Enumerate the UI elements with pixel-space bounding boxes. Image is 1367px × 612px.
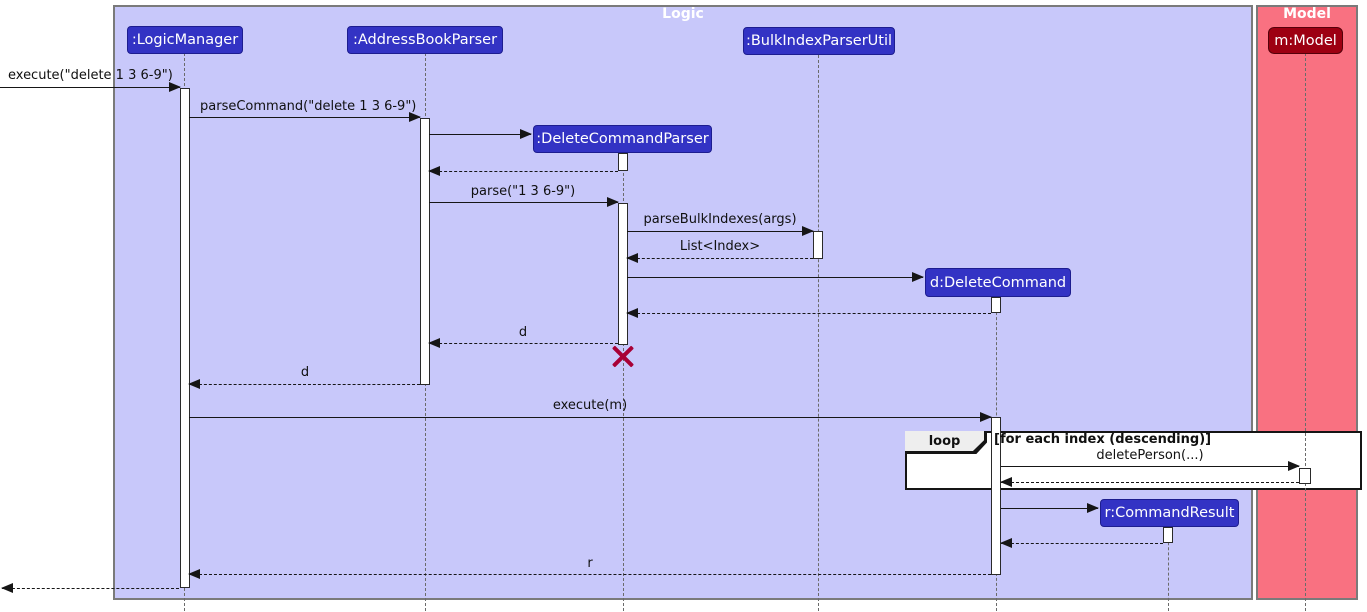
participant-delete-command-parser: :DeleteCommandParser [533,125,712,153]
arrow-parse-command [189,112,421,122]
message-label-execute-m: execute(m) [552,398,628,413]
activation-delete-command [991,417,1001,575]
arrow-create-command-result [1001,503,1099,513]
activation-logic-manager [180,88,190,588]
arrow-return-to-caller [1,583,179,593]
arrowhead-icon [626,308,638,318]
arrowhead-icon [980,412,992,422]
activation-bulk-index-parser-util [813,231,823,259]
message-label-parse-bulk-indexes: parseBulkIndexes(args) [643,212,797,227]
arrowhead-icon [169,82,181,92]
message-label-delete-person: deletePerson(...) [1096,448,1204,463]
model-frame [1256,5,1358,600]
arrow-parse [429,197,619,207]
lifeline-bulk-index-parser-util [818,55,819,611]
arrowhead-icon [1000,538,1012,548]
activation-delete-command-parser [618,203,628,345]
participant-logic-manager: :LogicManager [127,26,243,54]
message-label-parse: parse("1 3 6-9") [470,184,576,199]
arrow-parse-bulk-indexes [627,226,814,236]
arrow-return-r [188,569,991,579]
message-label-list-index: List<Index> [679,239,761,254]
participant-address-book-parser: :AddressBookParser [347,26,503,54]
message-label-execute-delete: execute("delete 1 3 6-9") [8,68,173,83]
arrowhead-icon [802,226,814,236]
destroy-x-icon [611,345,635,369]
activation-delete-command-create [991,297,1001,313]
arrowhead-icon [188,569,200,579]
participant-model: m:Model [1268,27,1343,54]
arrowhead-icon [1,583,13,593]
loop-operator-label: loop [905,431,984,451]
model-frame-title: Model [1283,6,1331,22]
arrow-delete-person [1001,461,1300,471]
participant-bulk-index-parser-util: :BulkIndexParserUtil [743,27,895,55]
arrowhead-icon [626,253,638,263]
loop-guard: [for each index (descending)] [994,432,1212,447]
arrow-return-create-ack-dcp [428,166,618,176]
arrowhead-icon [520,129,532,139]
arrow-return-list-index [626,253,813,263]
arrow-create-delete-command-parser [429,129,532,139]
arrowhead-icon [1000,477,1012,487]
arrowhead-icon [428,166,440,176]
arrow-return-create-ack-cr [1000,538,1163,548]
participant-delete-command: d:DeleteCommand [925,268,1071,297]
arrowhead-icon [188,379,200,389]
arrow-return-delete-person [1000,477,1299,487]
message-label-return-r: r [587,556,593,571]
arrow-return-create-ack-dc [626,308,991,318]
participant-command-result: r:CommandResult [1100,499,1239,527]
arrow-execute-delete [0,82,181,92]
arrowhead-icon [428,338,440,348]
arrow-execute-m [189,412,992,422]
activation-command-result-create [1163,527,1173,543]
activation-address-book-parser [420,118,430,385]
message-label-return-d-1: d [518,325,528,340]
arrow-return-d-to-abp [428,338,618,348]
logic-frame-title: Logic [662,6,704,22]
arrowhead-icon [1087,503,1099,513]
lifeline-model [1305,53,1306,611]
lifeline-command-result [1168,527,1169,611]
arrowhead-icon [409,112,421,122]
activation-delete-command-parser-create [618,153,628,171]
message-label-parse-command: parseCommand("delete 1 3 6-9") [200,99,417,114]
logic-frame [113,5,1253,600]
loop-fragment: loop [905,431,1362,490]
arrow-create-delete-command [627,272,924,282]
loop-operator-tab: loop [905,431,987,454]
arrowhead-icon [912,272,924,282]
message-label-return-d-2: d [300,365,310,380]
lifeline-delete-command-parser [623,153,624,611]
arrow-return-d-to-lm [188,379,420,389]
activation-model [1299,468,1311,484]
arrowhead-icon [1288,461,1300,471]
arrowhead-icon [607,197,619,207]
